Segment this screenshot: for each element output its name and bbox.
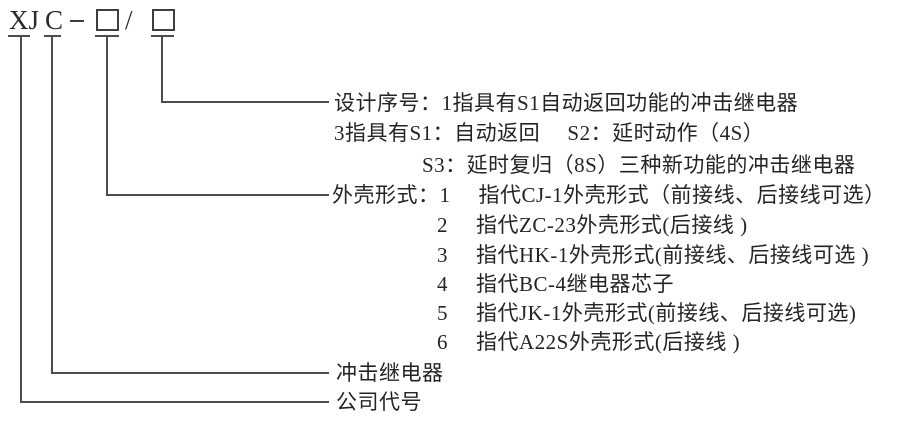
code-digit-box-shell: [96, 9, 119, 31]
shell-item-num: 2: [437, 213, 448, 237]
shell-type-item-6: 6 指代A22S外壳形式(后接线 ): [437, 329, 740, 355]
leader-horizontal-company: [20, 401, 329, 403]
leader-vertical-shell-type: [106, 36, 108, 196]
leader-vertical-design-serial: [161, 36, 163, 103]
shell-item-num: 3: [437, 243, 448, 267]
code-digit-box-serial: [152, 9, 175, 31]
leader-vertical-company: [20, 36, 22, 403]
leader-horizontal-relay-type: [51, 372, 329, 374]
shell-item-desc: 指代A22S外壳形式(后接线 ): [476, 330, 741, 354]
shell-type-item-2: 2 指代ZC-23外壳形式(后接线 ): [437, 212, 748, 238]
code-company-prefix: XJ: [9, 5, 40, 35]
design-serial-line-3: S3：延时复归（8S）三种新功能的冲击继电器: [422, 153, 856, 177]
shell-item-desc: 指代JK-1外壳形式(前接线、后接线可选): [476, 301, 857, 325]
shell-item-num: 4: [437, 272, 448, 296]
shell-item-desc: 指代BC-4继电器芯子: [476, 272, 675, 296]
tick-company: [8, 35, 30, 37]
design-serial-text-1: 1指具有S1自动返回功能的冲击继电器: [441, 91, 799, 115]
leader-horizontal-shell-type: [106, 194, 329, 196]
shell-type-item-3: 3 指代HK-1外壳形式(前接线、后接线可选 ): [437, 242, 869, 268]
code-type-letter: C: [45, 5, 64, 35]
design-serial-line-1: 设计序号：1指具有S1自动返回功能的冲击继电器: [334, 90, 798, 116]
leader-vertical-relay-type: [51, 36, 53, 374]
design-serial-label: 设计序号：: [334, 91, 442, 115]
shell-type-item-4: 4 指代BC-4继电器芯子: [437, 271, 674, 297]
shell-item-num: 1: [439, 183, 451, 207]
shell-type-line-1: 外壳形式：1 指代CJ-1外壳形式（前接线、后接线可选）: [332, 182, 886, 208]
shell-item-num: 6: [437, 330, 448, 354]
shell-item-desc: 指代ZC-23外壳形式(后接线 ): [476, 213, 748, 237]
company-code-label: 公司代号: [336, 390, 422, 414]
code-dash: [70, 20, 84, 22]
relay-type-label: 冲击继电器: [336, 361, 444, 385]
shell-type-label: 外壳形式：: [332, 183, 440, 207]
design-serial-line-2: 3指具有S1：自动返回 S2：延时动作（4S）: [334, 121, 765, 145]
shell-item-desc: 指代HK-1外壳形式(前接线、后接线可选 ): [476, 243, 870, 267]
shell-type-item-5: 5 指代JK-1外壳形式(前接线、后接线可选): [437, 300, 856, 326]
shell-item-desc: 指代CJ-1外壳形式（前接线、后接线可选）: [478, 183, 886, 207]
shell-item-num: 5: [437, 301, 448, 325]
code-slash: /: [125, 5, 133, 35]
leader-horizontal-design-serial: [161, 101, 329, 103]
